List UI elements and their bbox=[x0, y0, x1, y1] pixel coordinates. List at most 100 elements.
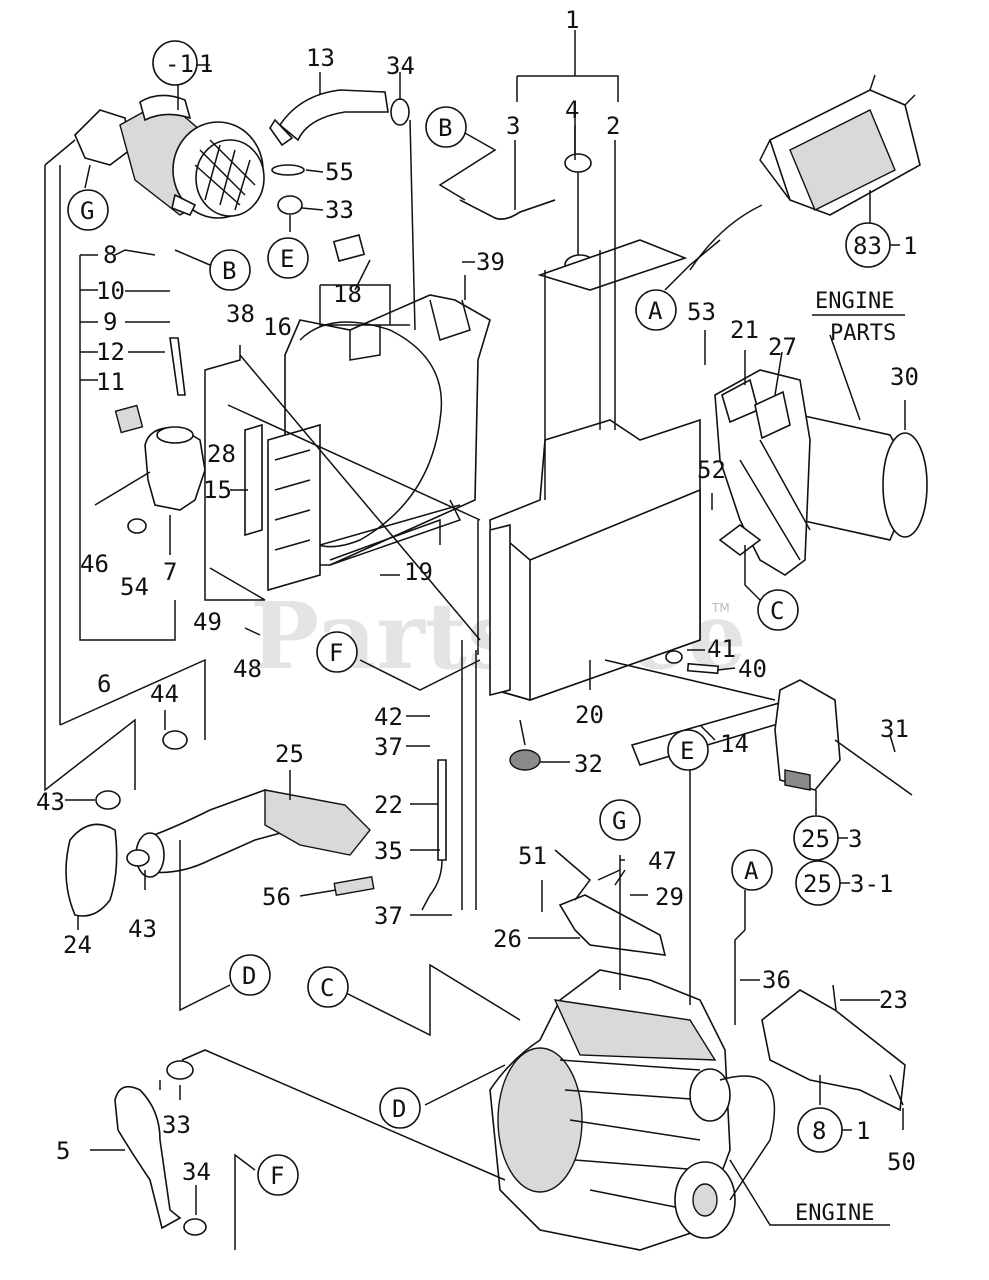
bracket-15[interactable] bbox=[244, 423, 263, 537]
callout-e-top[interactable] bbox=[267, 237, 309, 279]
letter-e-top: E bbox=[280, 245, 294, 273]
label-11: 11 bbox=[96, 368, 125, 396]
letter-d-left: D bbox=[242, 962, 256, 990]
letter-b-left: B bbox=[222, 257, 236, 285]
panel-83-1[interactable] bbox=[759, 74, 921, 216]
label-48: 48 bbox=[233, 655, 262, 683]
label-15: 15 bbox=[203, 476, 232, 504]
air-cleaner-assembly[interactable] bbox=[74, 94, 265, 219]
ring-55[interactable] bbox=[271, 164, 305, 176]
label-3-25: 3 bbox=[848, 825, 862, 853]
callout-cap-1 bbox=[152, 40, 198, 86]
callout-b-top[interactable] bbox=[425, 106, 467, 148]
hose-24[interactable] bbox=[65, 823, 118, 917]
engine[interactable] bbox=[489, 969, 776, 1251]
hose-13[interactable] bbox=[278, 89, 389, 142]
label-34-top: 34 bbox=[386, 52, 415, 80]
label-1-top: 1 bbox=[565, 6, 579, 34]
callout-d-bottom[interactable] bbox=[379, 1087, 421, 1129]
label-24: 24 bbox=[63, 931, 92, 959]
label-35: 35 bbox=[374, 837, 403, 865]
label-43-right: 43 bbox=[128, 915, 157, 943]
label-51: 51 bbox=[518, 842, 547, 870]
bolt-31[interactable] bbox=[834, 739, 913, 796]
label-11 bbox=[114, 404, 144, 434]
pipe-52[interactable] bbox=[718, 524, 762, 556]
label-31: 31 bbox=[880, 715, 909, 743]
label-28: 28 bbox=[207, 440, 236, 468]
label-37-bottom: 37 bbox=[374, 902, 403, 930]
callout-f-mid[interactable] bbox=[316, 631, 358, 673]
letter-e-mid: E bbox=[680, 737, 694, 765]
label-50: 50 bbox=[887, 1148, 916, 1176]
letter-f-bottom: F bbox=[270, 1162, 284, 1190]
callout-d-left[interactable] bbox=[229, 954, 271, 996]
callout-c-right[interactable] bbox=[757, 589, 799, 631]
label-3-1-25: 3-1 bbox=[850, 870, 893, 898]
seal-14[interactable] bbox=[630, 699, 800, 766]
washer-41[interactable] bbox=[665, 650, 683, 664]
label-1-8: 1 bbox=[856, 1117, 870, 1145]
callout-b-left[interactable] bbox=[209, 249, 251, 291]
engine-parts-line1: ENGINE bbox=[815, 289, 894, 314]
callout-c-left[interactable] bbox=[307, 966, 349, 1008]
label-25: 25 bbox=[275, 740, 304, 768]
clamp-43-right[interactable] bbox=[126, 849, 150, 867]
engine-parts-line2: PARTS bbox=[830, 321, 896, 346]
bracket-25-3[interactable] bbox=[774, 679, 841, 791]
drain-pipe-22[interactable] bbox=[437, 759, 447, 861]
clamp-43-left[interactable] bbox=[95, 790, 121, 810]
label-13: 13 bbox=[306, 44, 335, 72]
label-16: 16 bbox=[263, 313, 292, 341]
cable-a[interactable] bbox=[689, 204, 763, 271]
callout-f-bottom[interactable] bbox=[257, 1154, 299, 1196]
label-14: 14 bbox=[720, 730, 749, 758]
label-38: 38 bbox=[226, 300, 255, 328]
label-2: 2 bbox=[606, 112, 620, 140]
label-3: 3 bbox=[506, 112, 520, 140]
letter-a-mid: A bbox=[648, 297, 663, 325]
hose-13-end bbox=[269, 118, 294, 147]
hose-12[interactable] bbox=[169, 337, 186, 396]
label-27: 27 bbox=[768, 333, 797, 361]
radiator-20[interactable] bbox=[489, 239, 701, 746]
label-21: 21 bbox=[730, 316, 759, 344]
pin-40[interactable] bbox=[686, 662, 720, 675]
label-5: 5 bbox=[56, 1137, 70, 1165]
side-seal bbox=[267, 423, 321, 592]
clamp-44[interactable] bbox=[162, 730, 188, 750]
label-1-83: 1 bbox=[903, 232, 917, 260]
label-23: 23 bbox=[879, 986, 908, 1014]
hose-5[interactable] bbox=[114, 1085, 182, 1230]
intake-duct-25[interactable] bbox=[264, 789, 371, 856]
clamp-33-top[interactable] bbox=[277, 195, 303, 215]
label-20: 20 bbox=[575, 701, 604, 729]
label-32: 32 bbox=[574, 750, 603, 778]
cover-8-1[interactable] bbox=[761, 989, 906, 1112]
pipe-3[interactable] bbox=[459, 199, 556, 220]
callout-e-mid[interactable] bbox=[667, 729, 709, 771]
label-41: 41 bbox=[707, 635, 736, 663]
letter-b-top: B bbox=[438, 114, 452, 142]
part-labels: 1 1 3 4 2 13 34 55 33 1 8 10 9 12 11 39 … bbox=[36, 6, 919, 1186]
radiator-cap-4[interactable] bbox=[564, 153, 592, 173]
clamp-34-bottom[interactable] bbox=[183, 1218, 207, 1236]
bracket-26[interactable] bbox=[558, 894, 667, 956]
callout-g-top[interactable] bbox=[67, 189, 109, 231]
letter-f-mid: F bbox=[329, 639, 343, 667]
callout-a-mid[interactable] bbox=[635, 289, 677, 331]
label-36: 36 bbox=[762, 966, 791, 994]
num-25b: 25 bbox=[803, 870, 832, 898]
grommet-32[interactable] bbox=[509, 749, 541, 771]
letter-c-left: C bbox=[320, 974, 334, 1002]
label-33-bottom: 33 bbox=[162, 1111, 191, 1139]
label-46: 46 bbox=[80, 550, 109, 578]
label-33-top: 33 bbox=[325, 196, 354, 224]
clamp-34-top[interactable] bbox=[390, 98, 410, 126]
callout-a-bottom[interactable] bbox=[731, 849, 773, 891]
oring-54[interactable] bbox=[127, 518, 147, 534]
gasket-27[interactable] bbox=[754, 390, 791, 440]
clamp-33-bottom[interactable] bbox=[166, 1060, 194, 1080]
callout-g-bottom[interactable] bbox=[599, 799, 641, 841]
